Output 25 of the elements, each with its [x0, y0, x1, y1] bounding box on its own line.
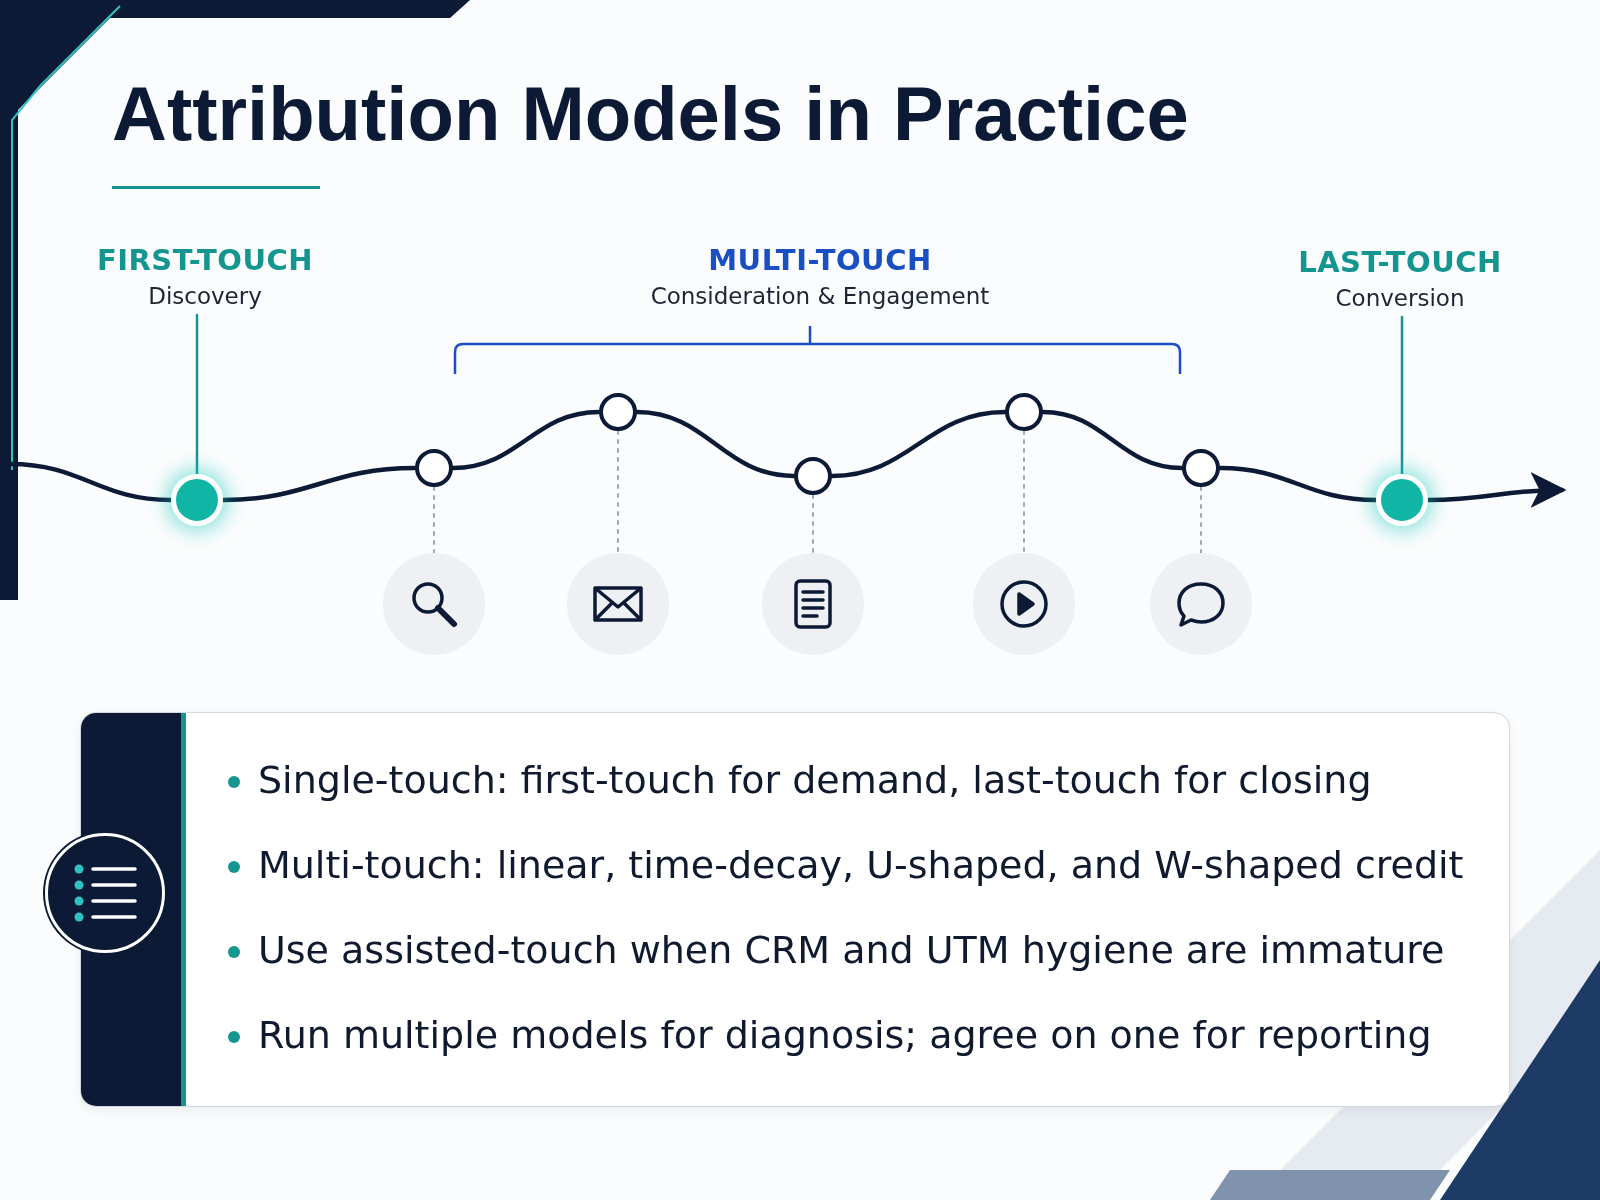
- leader-line: [195, 313, 199, 476]
- touch-heading: FIRST-TOUCH: [96, 243, 314, 277]
- touchpoint-marker: [415, 449, 453, 487]
- touch-heading: MULTI-TOUCH: [707, 243, 933, 277]
- dotted-connector: [617, 430, 619, 554]
- bullet-item: Run multiple models for diagnosis; agree on one for reporting: [228, 1013, 1432, 1057]
- dotted-connector: [1023, 430, 1025, 554]
- stage-label: Discovery: [147, 283, 263, 309]
- stage-label: Conversion: [1334, 285, 1466, 311]
- touch-heading: LAST-TOUCH: [1298, 245, 1502, 279]
- dotted-connector: [433, 486, 435, 554]
- dotted-connector: [1200, 486, 1202, 554]
- leader-line: [1400, 315, 1404, 476]
- touchpoint-marker: [599, 393, 637, 431]
- touchpoint-marker: [1182, 449, 1220, 487]
- title: Attribution Models in Practice: [112, 70, 1189, 157]
- touchpoint-marker: [794, 457, 832, 495]
- bullet-item: Use assisted-touch when CRM and UTM hygiene are immature: [228, 928, 1445, 972]
- highlight-point: [171, 474, 223, 526]
- touchpoint-marker: [1005, 393, 1043, 431]
- bullet-item: Single-touch: first-touch for demand, last-touch for closing: [228, 758, 1372, 802]
- bullet-item: Multi-touch: linear, time-decay, U-shaped, and W-shaped credit: [228, 843, 1464, 887]
- stage-label: Consideration & Engagement: [650, 283, 990, 309]
- highlight-point: [1376, 474, 1428, 526]
- dotted-connector: [812, 494, 814, 554]
